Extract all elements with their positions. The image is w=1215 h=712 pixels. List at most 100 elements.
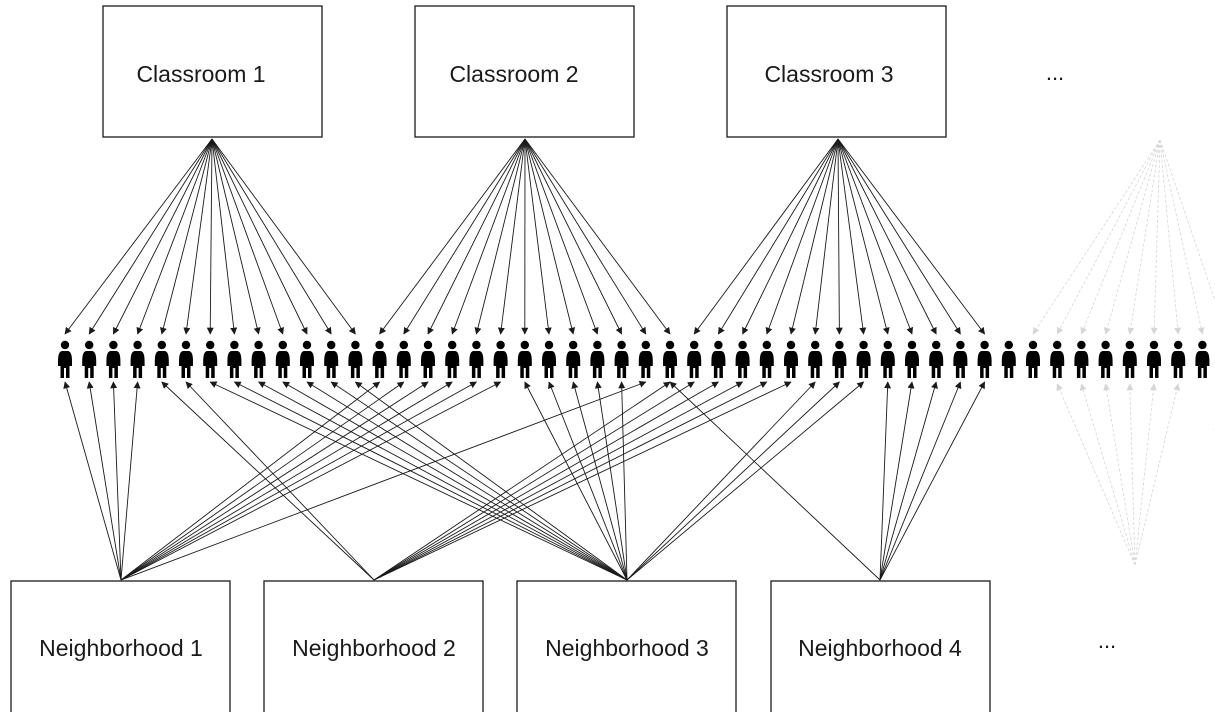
student-icon	[711, 340, 726, 378]
edges-layer	[63, 138, 1215, 581]
student-icon	[929, 340, 944, 378]
student-icon	[469, 340, 484, 378]
membership-arrow	[211, 138, 261, 335]
student-icon	[179, 340, 193, 378]
student-icon	[953, 340, 968, 378]
student-icon	[638, 340, 653, 378]
membership-arrow	[120, 381, 429, 581]
student-icon	[1001, 340, 1016, 378]
membership-arrow	[879, 381, 985, 581]
membership-arrow	[626, 381, 840, 581]
student-icon	[1050, 340, 1065, 378]
membership-arrow	[765, 138, 839, 335]
membership-arrow	[571, 381, 628, 581]
membership-arrow	[183, 138, 213, 335]
membership-arrow	[354, 381, 628, 581]
membership-arrow	[120, 381, 502, 581]
student-icon	[203, 340, 218, 378]
student-icon	[1195, 340, 1210, 378]
neighborhood-box-1[interactable]: Neighborhood 1	[10, 580, 231, 712]
membership-arrow	[120, 381, 453, 581]
student-icon	[324, 340, 339, 378]
student-icon	[1098, 340, 1113, 378]
membership-arrow	[373, 381, 671, 581]
student-icon	[759, 340, 774, 378]
student-icon	[251, 340, 266, 378]
faded-membership-arrow	[1150, 139, 1161, 335]
faded-membership-arrow	[1103, 383, 1136, 566]
membership-arrow	[120, 381, 478, 581]
membership-arrow	[211, 138, 308, 335]
classroom-label: Classroom 3	[764, 61, 893, 87]
membership-arrow	[120, 381, 141, 581]
student-icon	[493, 340, 508, 378]
membership-arrow	[524, 138, 576, 335]
faded-membership-arrow	[1159, 139, 1215, 302]
neighborhood-box-2[interactable]: Neighborhood 2	[263, 580, 484, 712]
membership-arrow	[693, 138, 839, 335]
membership-arrow	[879, 381, 915, 581]
membership-arrow	[403, 138, 526, 335]
student-icon	[106, 340, 121, 378]
student-icon	[856, 340, 871, 378]
membership-arrow	[451, 138, 526, 335]
membership-arrow	[373, 381, 744, 581]
membership-arrow	[209, 381, 628, 581]
faded-membership-arrow	[1159, 139, 1205, 335]
membership-arrow	[524, 138, 671, 335]
student-icon	[1026, 340, 1040, 378]
membership-arrow	[837, 138, 961, 335]
student-icon	[808, 340, 823, 378]
student-icon	[905, 340, 919, 378]
membership-arrow	[427, 138, 526, 335]
student-icon	[372, 340, 387, 378]
student-icon	[614, 340, 629, 378]
student-icon	[1122, 340, 1137, 378]
student-icon	[566, 340, 581, 378]
classroom-box-1[interactable]: Classroom 1	[102, 5, 323, 138]
membership-arrow	[64, 138, 213, 335]
classroom-box-2[interactable]: Classroom 2	[414, 5, 635, 138]
membership-arrow	[837, 138, 890, 335]
student-icon	[832, 340, 847, 378]
faded-membership-arrow	[1103, 139, 1161, 335]
membership-arrow	[837, 138, 867, 335]
faded-membership-arrow	[1134, 383, 1181, 566]
student-icon	[735, 340, 750, 378]
classroom-box-3[interactable]: Classroom 3	[726, 5, 947, 138]
neighborhood-box-4[interactable]: Neighborhood 4	[770, 580, 991, 712]
membership-arrow	[669, 381, 881, 581]
membership-arrow	[211, 138, 238, 335]
membership-arrow	[306, 381, 628, 581]
membership-arrow	[474, 138, 526, 335]
membership-arrow	[120, 380, 647, 581]
student-icon	[784, 340, 798, 378]
membership-arrow	[112, 138, 213, 335]
membership-arrow	[837, 138, 937, 335]
membership-arrow	[373, 381, 768, 581]
student-icon	[275, 340, 290, 378]
faded-membership-arrow	[1126, 383, 1136, 566]
student-icon	[421, 340, 435, 378]
membership-arrow	[185, 381, 375, 581]
classroom-ellipsis: ...	[1046, 60, 1064, 85]
student-icon	[687, 340, 702, 378]
student-icon	[348, 340, 363, 378]
membership-arrow	[626, 381, 865, 581]
neighborhood-label: Neighborhood 4	[798, 635, 962, 661]
membership-arrow	[136, 138, 213, 335]
faded-membership-arrow	[1134, 383, 1157, 566]
membership-arrow	[879, 381, 962, 581]
faded-membership-arrow	[1080, 139, 1161, 335]
membership-arrow	[524, 138, 552, 335]
membership-arrow	[63, 381, 122, 581]
membership-arrow	[211, 138, 356, 335]
student-icon	[396, 340, 411, 378]
membership-arrow	[211, 138, 332, 335]
neighborhood-ellipsis: ...	[1098, 628, 1116, 653]
faded-membership-arrow	[1127, 139, 1161, 335]
membership-arrow	[548, 381, 628, 581]
neighborhood-box-3[interactable]: Neighborhood 3	[516, 580, 737, 712]
membership-arrow	[330, 381, 628, 581]
membership-arrow	[879, 381, 892, 581]
